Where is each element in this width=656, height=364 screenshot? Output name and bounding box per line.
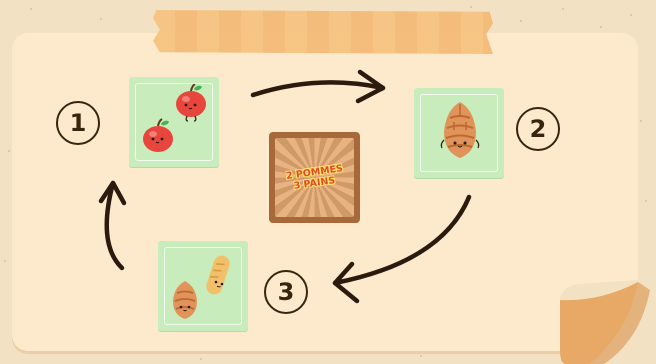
- step-1-label: 1: [69, 109, 87, 137]
- speck: [200, 358, 202, 360]
- speck: [600, 26, 602, 28]
- step-1-card: [129, 77, 219, 167]
- speck: [470, 6, 472, 8]
- speck: [645, 200, 647, 202]
- speck: [30, 8, 32, 10]
- step-3-card: [158, 241, 248, 331]
- bread-icon: [206, 255, 230, 295]
- answer-tile: 2 POMMES 3 PAINS: [269, 132, 360, 223]
- step-2-number: 2: [516, 107, 560, 151]
- apple-icon: [176, 83, 206, 122]
- speck: [420, 355, 422, 357]
- speck: [630, 14, 632, 16]
- speck: [520, 20, 522, 22]
- apple-icon: [143, 118, 173, 152]
- step-3-label: 3: [277, 278, 295, 306]
- speck: [640, 120, 642, 122]
- speck: [8, 150, 10, 152]
- step-2-label: 2: [529, 115, 547, 143]
- pinecone-icon: [440, 102, 480, 158]
- page-curl: [560, 280, 656, 364]
- masking-tape: [153, 10, 493, 54]
- speck: [4, 260, 6, 262]
- pinecone-icon: [173, 281, 197, 319]
- step-2-card: [414, 88, 504, 178]
- sunburst-background: 2 POMMES 3 PAINS: [275, 138, 354, 217]
- speck: [562, 8, 564, 10]
- step-1-number: 1: [56, 101, 100, 145]
- speck: [100, 18, 102, 20]
- step-3-number: 3: [264, 270, 308, 314]
